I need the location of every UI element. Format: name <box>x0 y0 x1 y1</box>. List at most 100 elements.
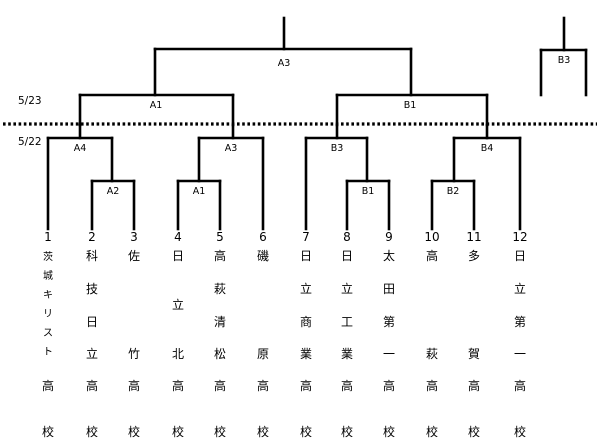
team-name-char: 業 <box>300 347 312 361</box>
team-name-char: 日 <box>514 249 526 263</box>
team-suffix-char: 高 <box>341 378 353 393</box>
team-number: 11 <box>466 230 481 244</box>
team-suffix-char: 高 <box>172 378 184 393</box>
team-name-char: ト <box>43 347 53 358</box>
match-label-b1-lower: B1 <box>362 186 375 197</box>
team-number: 12 <box>512 230 527 244</box>
team-suffix-char: 校 <box>383 424 395 439</box>
bracket-lines <box>46 16 588 231</box>
team-name-char: 立 <box>172 297 184 312</box>
team-name-char: 日 <box>86 315 98 329</box>
team-12: 12日立第一日立第一高校 <box>512 230 527 439</box>
match-label-b3-lower: B3 <box>331 143 344 154</box>
team-number: 5 <box>216 230 224 244</box>
team-suffix-char: 校 <box>426 424 438 439</box>
team-9: 9太田第一太田第一高校 <box>383 230 395 439</box>
team-name-char: 賀 <box>468 347 480 361</box>
team-name-char: 日 <box>300 249 312 263</box>
team-number: 1 <box>44 230 52 244</box>
team-name-char: ス <box>43 328 53 339</box>
team-name-char: 田 <box>383 282 395 296</box>
team-number: 7 <box>302 230 310 244</box>
team-7: 7日立商業日立商業高校 <box>300 230 312 439</box>
team-name-char: 工 <box>341 315 353 329</box>
team-suffix-char: 校 <box>86 424 98 439</box>
team-name-char: 太 <box>383 248 395 263</box>
team-name-char: 高 <box>426 248 438 263</box>
team-name-char: リ <box>43 309 53 320</box>
team-name-char: 第 <box>514 315 526 329</box>
team-name-char: 磯 <box>257 249 269 263</box>
team-name-char: 日 <box>341 249 353 263</box>
team-suffix-char: 校 <box>42 424 54 439</box>
team-name-char: 茨 <box>43 250 53 263</box>
team-suffix-char: 高 <box>300 378 312 393</box>
team-suffix-char: 校 <box>341 424 353 439</box>
match-label-b3-top: B3 <box>558 55 571 66</box>
team-name-char: 松 <box>214 347 226 361</box>
team-6: 6磯原磯原高校 <box>257 230 269 439</box>
team-name-char: 竹 <box>128 347 140 361</box>
match-label-a3-lower: A3 <box>225 143 238 154</box>
team-suffix-char: 校 <box>128 424 140 439</box>
team-name-char: 立 <box>514 281 526 296</box>
team-2: 2科技日立科技日立高校 <box>86 230 98 439</box>
date-label-upper: 5/23 <box>18 95 42 107</box>
match-label-b4: B4 <box>481 143 494 154</box>
team-suffix-char: 校 <box>514 424 526 439</box>
team-suffix-char: 高 <box>426 378 438 393</box>
match-label-a4: A4 <box>74 143 87 154</box>
team-number: 2 <box>88 230 96 244</box>
team-suffix-char: 高 <box>42 378 54 393</box>
team-name-char: 城 <box>43 270 53 282</box>
team-4: 4日立北日立北高校 <box>172 230 184 439</box>
team-name-char: 北 <box>172 347 184 361</box>
team-suffix-char: 高 <box>383 378 395 393</box>
team-suffix-char: 高 <box>257 378 269 393</box>
team-name-char: 第 <box>383 315 395 329</box>
team-suffix-char: 高 <box>214 378 226 393</box>
team-name-char: 萩 <box>214 282 226 296</box>
team-suffix-char: 校 <box>214 424 226 439</box>
team-name-char: 技 <box>86 282 98 296</box>
team-name-char: 佐 <box>128 249 140 263</box>
team-suffix-char: 校 <box>468 424 480 439</box>
team-10: 10高萩高萩高校 <box>424 230 439 439</box>
team-number: 10 <box>424 230 439 244</box>
team-name-char: 科 <box>86 249 98 263</box>
match-label-final: A3 <box>278 58 291 69</box>
team-suffix-char: 高 <box>128 378 140 393</box>
match-label-b1-upper: B1 <box>404 100 417 111</box>
team-name-char: 一 <box>514 347 526 361</box>
team-name-char: 清 <box>214 315 226 329</box>
date-label-lower: 5/22 <box>18 136 42 148</box>
team-number: 3 <box>130 230 138 244</box>
team-suffix-char: 校 <box>257 424 269 439</box>
team-1: 1茨城キリスト茨城キリスト高校 <box>42 230 54 439</box>
match-label-a1-lower: A1 <box>193 186 206 197</box>
team-5: 5高萩清松高萩清松高校 <box>214 230 226 439</box>
match-label-a1-upper: A1 <box>150 100 163 111</box>
team-name-char: 日 <box>172 249 184 263</box>
team-number: 8 <box>343 230 351 244</box>
team-suffix-char: 校 <box>300 424 312 439</box>
team-number: 6 <box>259 230 267 244</box>
team-name-char: 立 <box>341 281 353 296</box>
team-name-char: 一 <box>383 347 395 361</box>
match-label-b2: B2 <box>447 186 460 197</box>
match-label-a2: A2 <box>107 186 120 197</box>
team-number: 4 <box>174 230 182 244</box>
team-name-char: 萩 <box>426 347 438 361</box>
team-suffix-char: 高 <box>468 378 480 393</box>
team-name-char: 立 <box>300 281 312 296</box>
team-suffix-char: 高 <box>86 378 98 393</box>
team-name-char: 多 <box>468 249 480 263</box>
team-suffix-char: 校 <box>172 424 184 439</box>
team-name-char: キ <box>43 290 53 301</box>
team-name-char: 原 <box>257 347 269 361</box>
team-name-char: 高 <box>214 248 226 263</box>
team-name-char: 立 <box>86 346 98 361</box>
team-name-char: 業 <box>341 347 353 361</box>
